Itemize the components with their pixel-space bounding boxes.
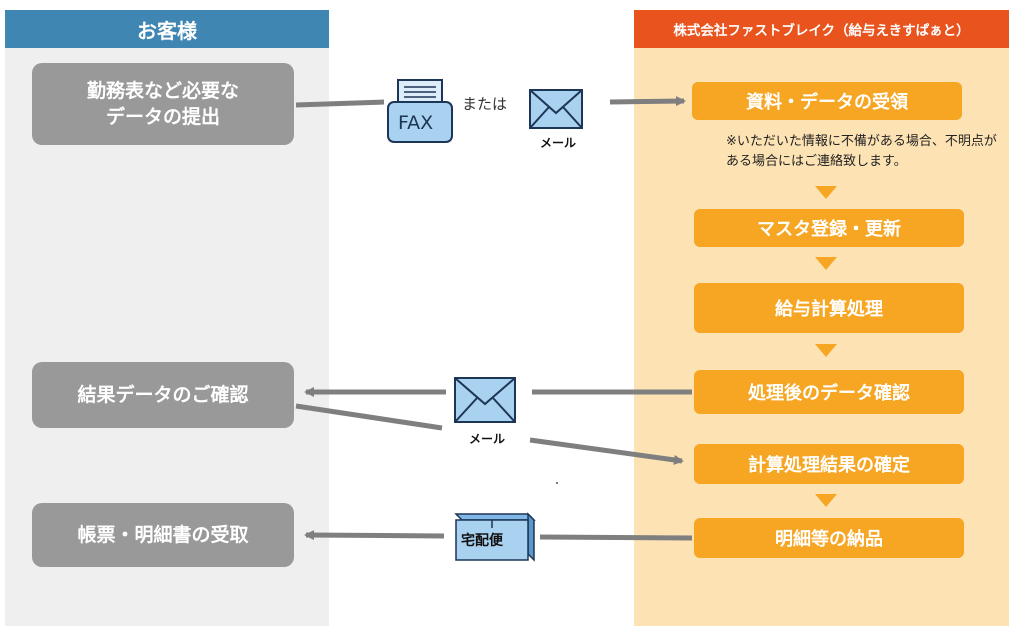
step-submit-data: 勤務表など必要な データの提出 bbox=[32, 63, 294, 145]
mail-label-2: メール bbox=[469, 432, 506, 446]
arrow-to-finalize bbox=[529, 437, 684, 465]
step-master-update: マスタ登録・更新 bbox=[694, 209, 964, 247]
note-contact: ※いただいた情報に不備がある場合、不明点がある場合にはご連絡致します。 bbox=[726, 134, 997, 169]
step-payroll-processing: 給与計算処理 bbox=[694, 283, 964, 333]
down-arrow-1 bbox=[815, 186, 837, 199]
customer-header: お客様 bbox=[5, 10, 329, 48]
step-finalize: 計算処理結果の確定 bbox=[694, 444, 964, 484]
line-submit-to-fax bbox=[295, 99, 385, 108]
down-arrow-3 bbox=[815, 344, 837, 357]
step-submit-line1: 勤務表など必要な bbox=[86, 80, 239, 102]
fax-label: FAX bbox=[398, 112, 434, 134]
or-label: または bbox=[462, 95, 508, 113]
step-submit-line2: データの提出 bbox=[105, 106, 220, 128]
step-receive-documents: 帳票・明細書の受取 bbox=[32, 503, 294, 567]
step-receive-data: 資料・データの受領 bbox=[692, 82, 962, 120]
line-deliver-to-courier bbox=[539, 534, 693, 541]
arrow-to-receive-docs bbox=[304, 530, 445, 541]
fax-icon bbox=[386, 78, 454, 144]
mail-label: メール bbox=[540, 136, 577, 150]
mail-icon bbox=[529, 89, 583, 129]
step-deliver: 明細等の納品 bbox=[694, 518, 964, 558]
stray-dot bbox=[556, 482, 558, 484]
step-check-results: 結果データのご確認 bbox=[32, 362, 294, 428]
arrow-to-receive bbox=[609, 96, 686, 107]
courier-label: 宅配便 bbox=[461, 533, 503, 549]
mail-icon-2 bbox=[454, 377, 516, 423]
package-icon bbox=[446, 508, 536, 564]
step-post-check: 処理後のデータ確認 bbox=[694, 370, 964, 414]
line-check-diag-1 bbox=[295, 403, 443, 431]
company-header: 株式会社ファストブレイク（給与えきすぱぁと） bbox=[634, 10, 1009, 48]
down-arrow-4 bbox=[815, 494, 837, 507]
down-arrow-2 bbox=[815, 257, 837, 270]
